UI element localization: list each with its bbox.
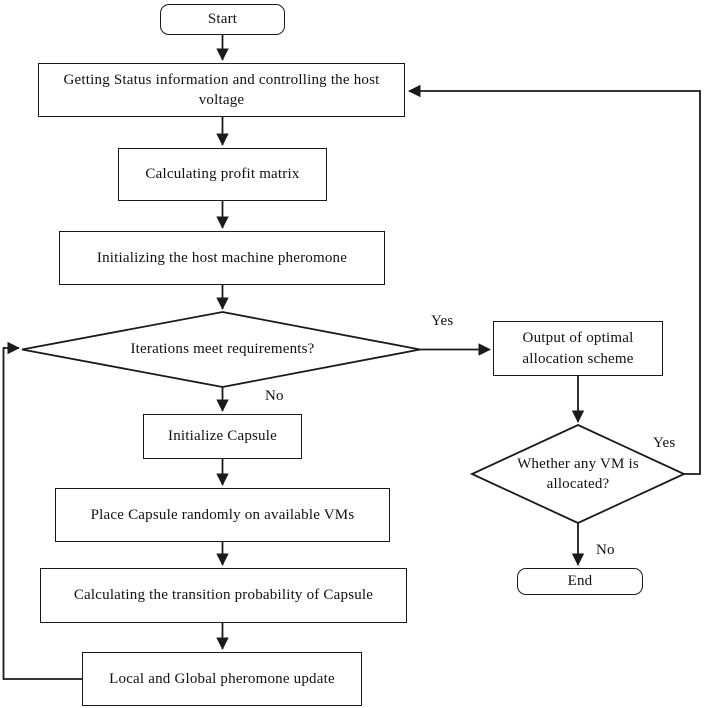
process-init-pheromone-label: Initializing the host machine pheromone <box>96 249 348 266</box>
edge-label-iterations-no: No <box>265 388 284 404</box>
process-init-capsule: Initialize Capsule <box>143 414 302 459</box>
process-pheromone-update-label: Local and Global pheromone update <box>109 670 335 687</box>
process-pheromone-update: Local and Global pheromone update <box>82 652 362 706</box>
edge-label-vm-yes: Yes <box>653 435 676 451</box>
process-get-status: Getting Status information and controlli… <box>38 63 405 117</box>
edge-label-vm-no: No <box>596 542 615 558</box>
decision-vm-allocated: Whether any VM is allocated? <box>500 445 656 503</box>
decision-iterations: Iterations meet requirements? <box>97 328 348 371</box>
process-transition-probability: Calculating the transition probability o… <box>40 568 407 623</box>
edge-update-loop-to-iterations <box>2 341 82 680</box>
decision-iterations-label: Iterations meet requirements? <box>130 341 315 358</box>
process-transition-probability-label: Calculating the transition probability o… <box>73 587 374 604</box>
edge-vm-yes-loop-to-status <box>408 84 701 475</box>
process-place-capsule: Place Capsule randomly on available VMs <box>55 488 390 542</box>
decision-vm-allocated-label: Whether any VM is allocated? <box>517 455 639 492</box>
node-start-label: Start <box>207 11 238 28</box>
node-end-label: End <box>567 573 593 590</box>
process-profit-matrix: Calculating profit matrix <box>118 148 327 201</box>
node-end: End <box>517 568 643 595</box>
process-output-scheme: Output of optimal allocation scheme <box>493 321 663 376</box>
process-init-pheromone: Initializing the host machine pheromone <box>59 231 385 285</box>
process-place-capsule-label: Place Capsule randomly on available VMs <box>90 506 355 523</box>
process-profit-matrix-label: Calculating profit matrix <box>145 166 300 183</box>
process-get-status-label: Getting Status information and controlli… <box>63 71 380 108</box>
process-init-capsule-label: Initialize Capsule <box>168 428 277 445</box>
process-output-scheme-label: Output of optimal allocation scheme <box>522 330 634 367</box>
edge-label-iterations-yes: Yes <box>431 313 454 329</box>
node-start: Start <box>160 4 285 35</box>
